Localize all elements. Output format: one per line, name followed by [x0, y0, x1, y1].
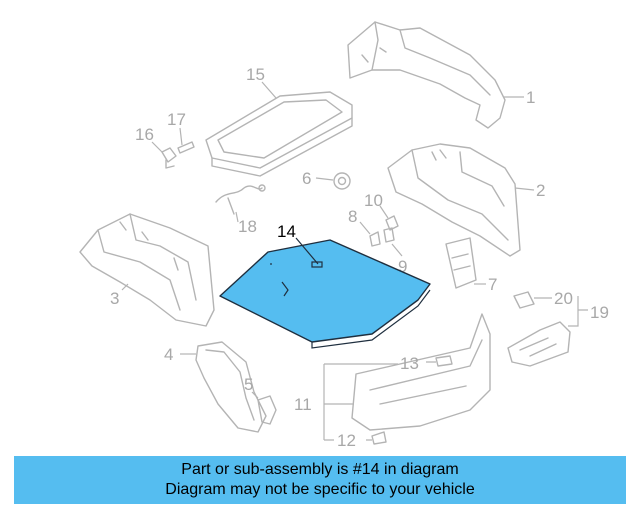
- part-4-weatherstrip: [180, 341, 267, 433]
- part-6-grommet: [315, 172, 351, 190]
- callout-16: 16: [135, 125, 154, 144]
- callout-7: 7: [488, 275, 497, 294]
- callout-9: 9: [398, 257, 407, 276]
- banner-line-2: Diagram may not be specific to your vehi…: [165, 481, 475, 498]
- callout-11: 11: [294, 395, 312, 414]
- callout-8: 8: [348, 207, 357, 226]
- part-5-strip: [251, 391, 277, 425]
- part-8-fastener: [359, 221, 381, 247]
- part-7-bracket: [445, 237, 486, 289]
- callout-6: 6: [302, 169, 311, 188]
- callout-2: 2: [536, 181, 545, 200]
- part-13-clip: [324, 355, 453, 367]
- part-2-side-trim: [387, 143, 535, 257]
- callout-4: 4: [164, 345, 173, 364]
- part-19-lamp-assembly: [507, 296, 588, 367]
- callout-12: 12: [337, 431, 356, 450]
- part-10-fastener: [379, 205, 399, 231]
- part-15-shelf: [205, 81, 353, 177]
- part-9-fastener: [383, 227, 403, 257]
- callout-10: 10: [364, 191, 383, 210]
- part-20-bulb: [513, 291, 552, 309]
- banner-line-1: Part or sub-assembly is #14 in diagram: [181, 461, 459, 478]
- part-17-clip: [177, 127, 195, 154]
- callout-19: 19: [590, 303, 609, 322]
- part-12-clip: [324, 431, 387, 445]
- part-18-cable: [215, 184, 266, 223]
- part-16-clip: [151, 141, 177, 169]
- callout-5: 5: [244, 375, 253, 394]
- callout-20: 20: [554, 289, 573, 308]
- parts-diagram: 1 15 16 17 6 18 2: [79, 21, 609, 450]
- part-14-trunk-mat: [219, 237, 431, 349]
- callout-18: 18: [238, 217, 257, 236]
- part-11-sill-panel: [323, 313, 491, 440]
- callout-17: 17: [167, 110, 186, 129]
- callout-3: 3: [110, 289, 119, 308]
- callout-13: 13: [400, 354, 419, 373]
- callout-1: 1: [526, 88, 535, 107]
- callout-15: 15: [246, 65, 265, 84]
- part-3-side-trim: [79, 213, 215, 327]
- info-banner: Part or sub-assembly is #14 in diagram D…: [14, 456, 626, 504]
- callout-14: 14: [277, 222, 296, 241]
- part-1-upper-panel: [347, 21, 524, 129]
